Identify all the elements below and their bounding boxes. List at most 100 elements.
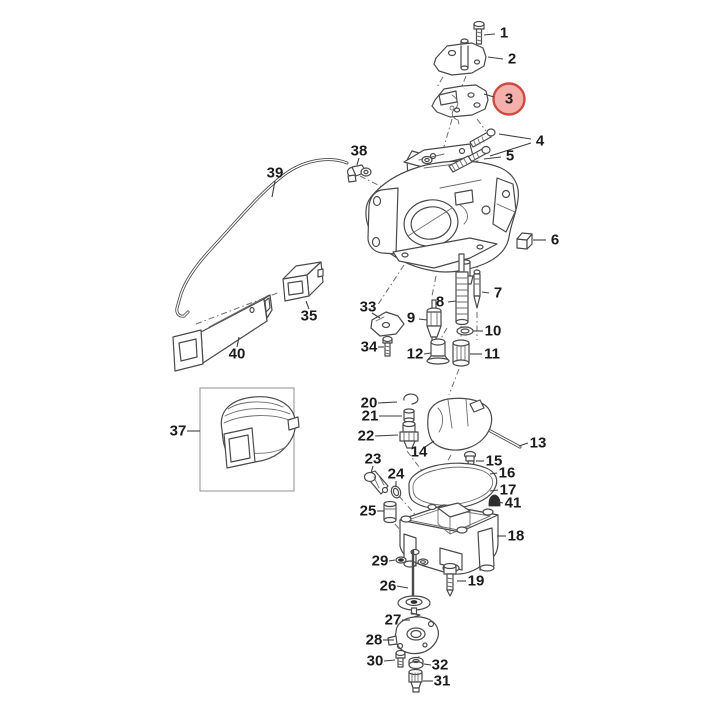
callout-27[interactable]: 27	[385, 612, 410, 629]
part-1-screw	[473, 20, 485, 45]
callout-8-label: 8	[436, 294, 444, 311]
part-23-jet	[363, 470, 389, 495]
callout-5[interactable]: 5	[483, 148, 514, 165]
callout-1[interactable]: 1	[483, 25, 508, 42]
callout-23-leader	[370, 465, 374, 474]
callout-39[interactable]: 39	[267, 165, 284, 198]
callout-28[interactable]: 28	[366, 632, 394, 649]
part-7-needle	[473, 269, 481, 309]
callout-13[interactable]: 13	[518, 435, 547, 452]
callout-2[interactable]: 2	[487, 51, 516, 68]
callout-12-leader	[423, 352, 432, 355]
part-17-bowl-gasket	[408, 462, 498, 510]
callout-7-leader	[481, 291, 490, 294]
part-41-grommet	[488, 494, 501, 507]
callout-21[interactable]: 21	[362, 408, 402, 425]
callout-34[interactable]: 34	[361, 339, 384, 356]
part-25-plug	[383, 500, 397, 524]
callout-27-label: 27	[385, 612, 402, 629]
part-2-top-plate	[433, 38, 487, 76]
callout-6[interactable]: 6	[533, 232, 559, 249]
callout-37-label: 37	[170, 423, 187, 440]
callout-38-label: 38	[351, 143, 368, 160]
part-28-flange-plate	[387, 616, 439, 655]
part-8-nozzle	[455, 253, 469, 326]
callout-1-label: 1	[500, 25, 508, 42]
callout-3-leader	[483, 93, 495, 98]
callout-15-label: 15	[486, 453, 503, 470]
part-20-clip	[403, 393, 419, 405]
callout-13-label: 13	[530, 435, 547, 452]
callout-3[interactable]: 3	[483, 82, 526, 116]
callout-31-label: 31	[434, 673, 451, 690]
part-24-o-ring	[390, 485, 402, 499]
callout-35[interactable]: 35	[301, 300, 318, 325]
callout-7[interactable]: 7	[481, 285, 502, 302]
part-34-screw	[382, 335, 393, 357]
part-29-washers	[395, 556, 429, 566]
callout-8[interactable]: 8	[436, 294, 457, 311]
callout-30[interactable]: 30	[367, 653, 396, 670]
part-26-main-valve	[397, 549, 431, 615]
part-3-gasket-plate	[431, 84, 489, 125]
callout-38-leader	[356, 157, 360, 166]
callout-26[interactable]: 26	[380, 578, 409, 595]
callout-1-leader	[483, 33, 496, 36]
carburetor-body	[365, 143, 519, 293]
callout-37[interactable]: 37	[170, 423, 200, 440]
callout-20[interactable]: 20	[361, 395, 398, 412]
callout-32[interactable]: 32	[423, 657, 449, 674]
callout-29[interactable]: 29	[372, 553, 396, 570]
callout-16-label: 16	[499, 465, 516, 482]
part-40-tube	[172, 294, 273, 372]
callout-22[interactable]: 22	[358, 428, 399, 445]
callout-14-leader	[424, 440, 435, 448]
callout-38[interactable]: 38	[351, 143, 368, 166]
callout-41-leader	[497, 501, 504, 504]
callout-24[interactable]: 24	[388, 466, 405, 488]
part-6-cube-nut	[516, 232, 533, 250]
callout-32-label: 32	[432, 657, 449, 674]
callout-31[interactable]: 31	[423, 673, 450, 690]
callout-40-label: 40	[229, 346, 246, 363]
part-11-jet	[452, 339, 470, 367]
callout-10[interactable]: 10	[473, 323, 501, 340]
callout-24-label: 24	[388, 466, 405, 483]
callout-10-label: 10	[485, 323, 502, 340]
callout-35-leader	[305, 300, 310, 310]
callout-2-leader	[487, 56, 504, 60]
callout-23[interactable]: 23	[365, 451, 382, 474]
callout-40[interactable]: 40	[229, 336, 246, 363]
callout-41[interactable]: 41	[497, 495, 521, 512]
callout-33-label: 33	[360, 299, 377, 316]
part-19-screw	[443, 562, 457, 597]
part-39-tube	[175, 158, 349, 318]
callout-7-label: 7	[494, 285, 502, 302]
callout-14[interactable]: 14	[411, 440, 435, 461]
part-12-jet	[426, 338, 450, 365]
part-5-spring	[448, 155, 473, 173]
part-35-connector	[282, 261, 324, 302]
callouts: 1 2 3 4 5 6 7 8	[170, 25, 560, 690]
callout-9[interactable]: 9	[407, 310, 428, 327]
part-10-washer	[456, 326, 474, 336]
callout-29-label: 29	[372, 553, 389, 570]
callout-26-leader	[396, 585, 409, 589]
callout-19[interactable]: 19	[457, 573, 484, 590]
callout-4[interactable]: 4	[489, 133, 545, 157]
callout-4-leader-b	[489, 142, 532, 157]
callout-3-label: 3	[505, 91, 513, 108]
callout-15[interactable]: 15	[476, 453, 502, 470]
callout-11[interactable]: 11	[470, 346, 500, 363]
callout-12[interactable]: 12	[407, 346, 432, 363]
callout-25[interactable]: 25	[360, 503, 384, 520]
part-37-box-frame	[199, 387, 295, 492]
callout-16[interactable]: 16	[489, 465, 516, 482]
callout-35-label: 35	[301, 308, 318, 325]
callout-17[interactable]: 17	[489, 482, 516, 499]
callout-32-leader	[423, 663, 432, 666]
callout-33-leader	[371, 312, 381, 319]
callout-33[interactable]: 33	[360, 299, 381, 319]
callout-18[interactable]: 18	[497, 528, 524, 545]
callout-20-leader	[377, 401, 398, 404]
